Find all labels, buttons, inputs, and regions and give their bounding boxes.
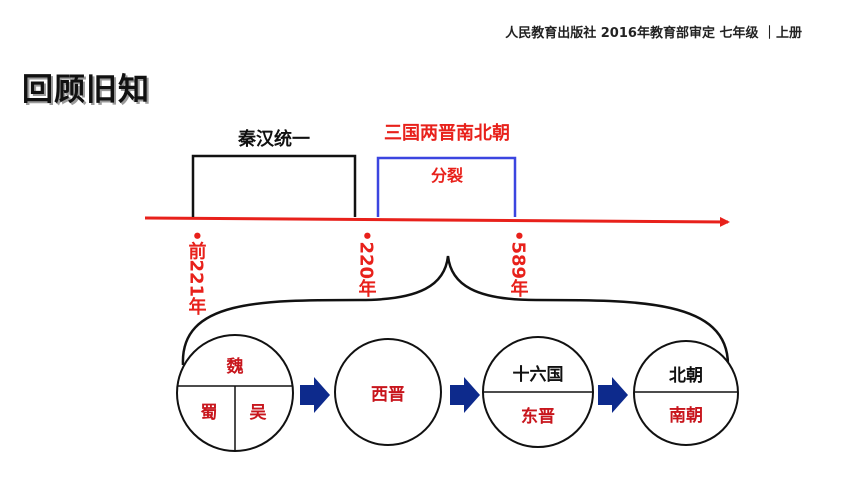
northern-dynasties-label: 北朝 — [669, 365, 703, 386]
eastern-jin-label: 东晋 — [521, 406, 555, 427]
kingdom-wu: 吴 — [250, 403, 267, 423]
kingdom-shu: 蜀 — [201, 403, 218, 423]
arrow-right-icon — [300, 377, 330, 413]
circle-northern-southern-dynasties — [633, 340, 739, 446]
circle-western-jin — [334, 338, 442, 446]
date-label-220: •220年 — [356, 230, 377, 298]
western-jin-label: 西晋 — [371, 385, 405, 405]
date-label-589: •589年 — [508, 230, 529, 298]
publisher-header: 人民教育出版社 2016年教育部审定 七年级 ｜上册 — [505, 26, 802, 41]
page-title: 回顾旧知 — [22, 72, 150, 108]
sixteen-kingdoms-label: 十六国 — [513, 364, 564, 385]
kingdom-wei: 魏 — [226, 356, 244, 377]
southern-dynasties-label: 南朝 — [669, 405, 703, 426]
unified-label: 秦汉统一 — [237, 128, 310, 150]
unified-bracket — [191, 154, 357, 217]
split-label: 分裂 — [431, 166, 463, 185]
split-period-label: 三国两晋南北朝 — [384, 122, 510, 144]
date-label-221bc: •前221年 — [186, 230, 207, 316]
arrow-right-icon — [598, 377, 628, 413]
time-axis — [144, 216, 730, 227]
split-bracket — [376, 156, 517, 217]
arrow-right-icon — [450, 377, 480, 413]
curly-brace — [181, 255, 730, 366]
